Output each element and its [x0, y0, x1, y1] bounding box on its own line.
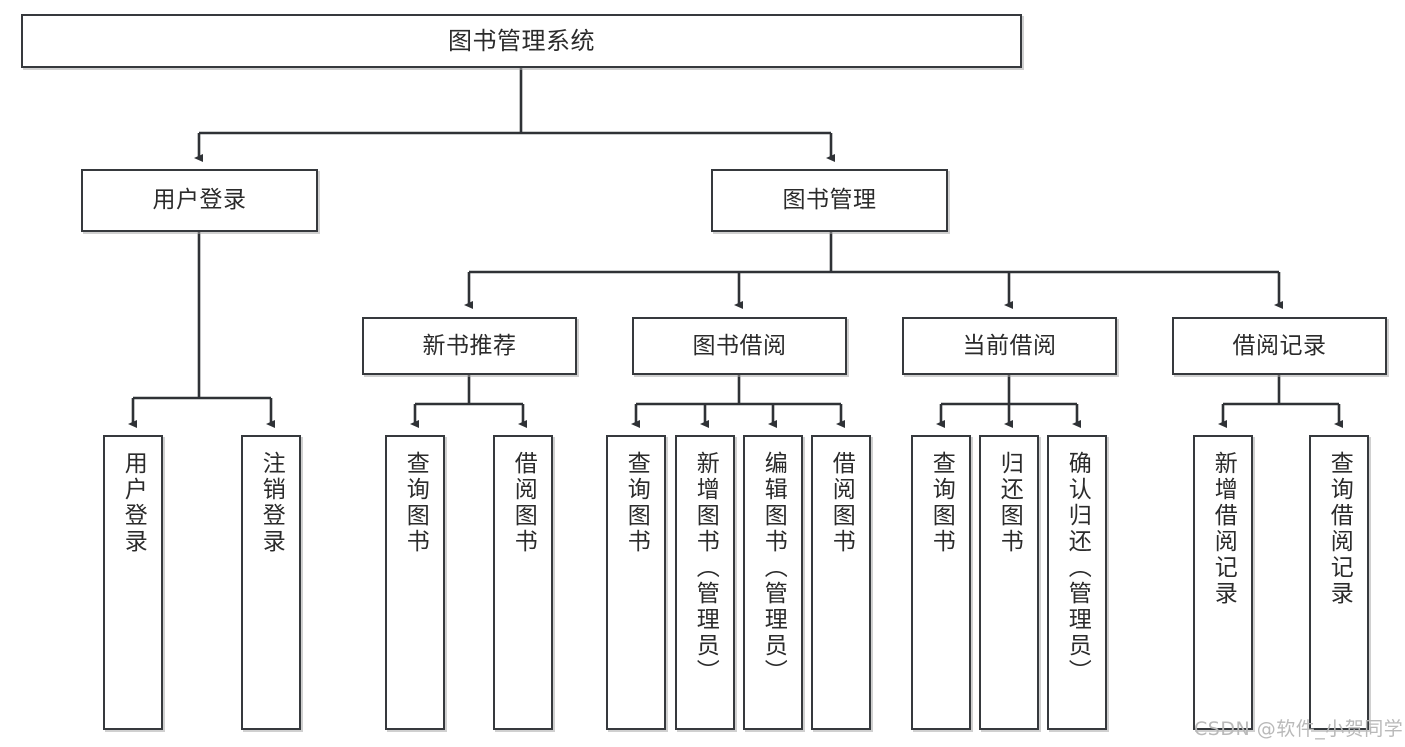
node-label: 查询图书	[928, 451, 955, 555]
node-label: 查询图书	[623, 451, 650, 555]
leaf-query-book-borrow[interactable]: 查询图书	[606, 435, 666, 730]
node-label: 用户登录	[152, 187, 247, 214]
node-user-login[interactable]: 用户登录	[81, 169, 318, 232]
node-label: 用户登录	[120, 451, 147, 555]
node-borrow-record[interactable]: 借阅记录	[1172, 317, 1387, 375]
leaf-query-borrow-record[interactable]: 查询借阅记录	[1309, 435, 1369, 730]
leaf-user-logout[interactable]: 注销登录	[241, 435, 301, 730]
leaf-confirm-return-admin[interactable]: 确认归还（管理员）	[1047, 435, 1107, 730]
node-new-book-recommend[interactable]: 新书推荐	[362, 317, 577, 375]
node-root-system[interactable]: 图书管理系统	[21, 14, 1022, 68]
watermark-text: CSDN @软件_小贺同学	[1194, 718, 1404, 740]
node-book-borrow[interactable]: 图书借阅	[632, 317, 847, 375]
node-label: 借阅记录	[1232, 332, 1327, 359]
leaf-return-book[interactable]: 归还图书	[979, 435, 1039, 730]
node-label: 借阅图书	[510, 451, 537, 555]
node-label: 编辑图书（管理员）	[760, 451, 787, 685]
node-label: 新书推荐	[422, 332, 517, 359]
node-current-borrow[interactable]: 当前借阅	[902, 317, 1117, 375]
leaf-borrow-book[interactable]: 借阅图书	[811, 435, 871, 730]
leaf-borrow-book-recommend[interactable]: 借阅图书	[493, 435, 553, 730]
node-label: 图书管理系统	[448, 27, 595, 55]
node-book-manage[interactable]: 图书管理	[711, 169, 948, 232]
node-label: 图书借阅	[692, 332, 787, 359]
node-label: 借阅图书	[828, 451, 855, 555]
node-label: 归还图书	[996, 451, 1023, 555]
node-label: 注销登录	[258, 451, 285, 555]
leaf-query-book-recommend[interactable]: 查询图书	[385, 435, 445, 730]
leaf-add-borrow-record[interactable]: 新增借阅记录	[1193, 435, 1253, 730]
node-label: 确认归还（管理员）	[1064, 451, 1091, 685]
node-label: 查询图书	[402, 451, 429, 555]
node-label: 新增借阅记录	[1210, 451, 1237, 607]
leaf-edit-book-admin[interactable]: 编辑图书（管理员）	[743, 435, 803, 730]
leaf-query-book-current[interactable]: 查询图书	[911, 435, 971, 730]
leaf-add-book-admin[interactable]: 新增图书（管理员）	[675, 435, 735, 730]
node-label: 当前借阅	[962, 332, 1057, 359]
node-label: 图书管理	[782, 187, 877, 214]
node-label: 查询借阅记录	[1326, 451, 1353, 607]
leaf-user-login[interactable]: 用户登录	[103, 435, 163, 730]
node-label: 新增图书（管理员）	[692, 451, 719, 685]
